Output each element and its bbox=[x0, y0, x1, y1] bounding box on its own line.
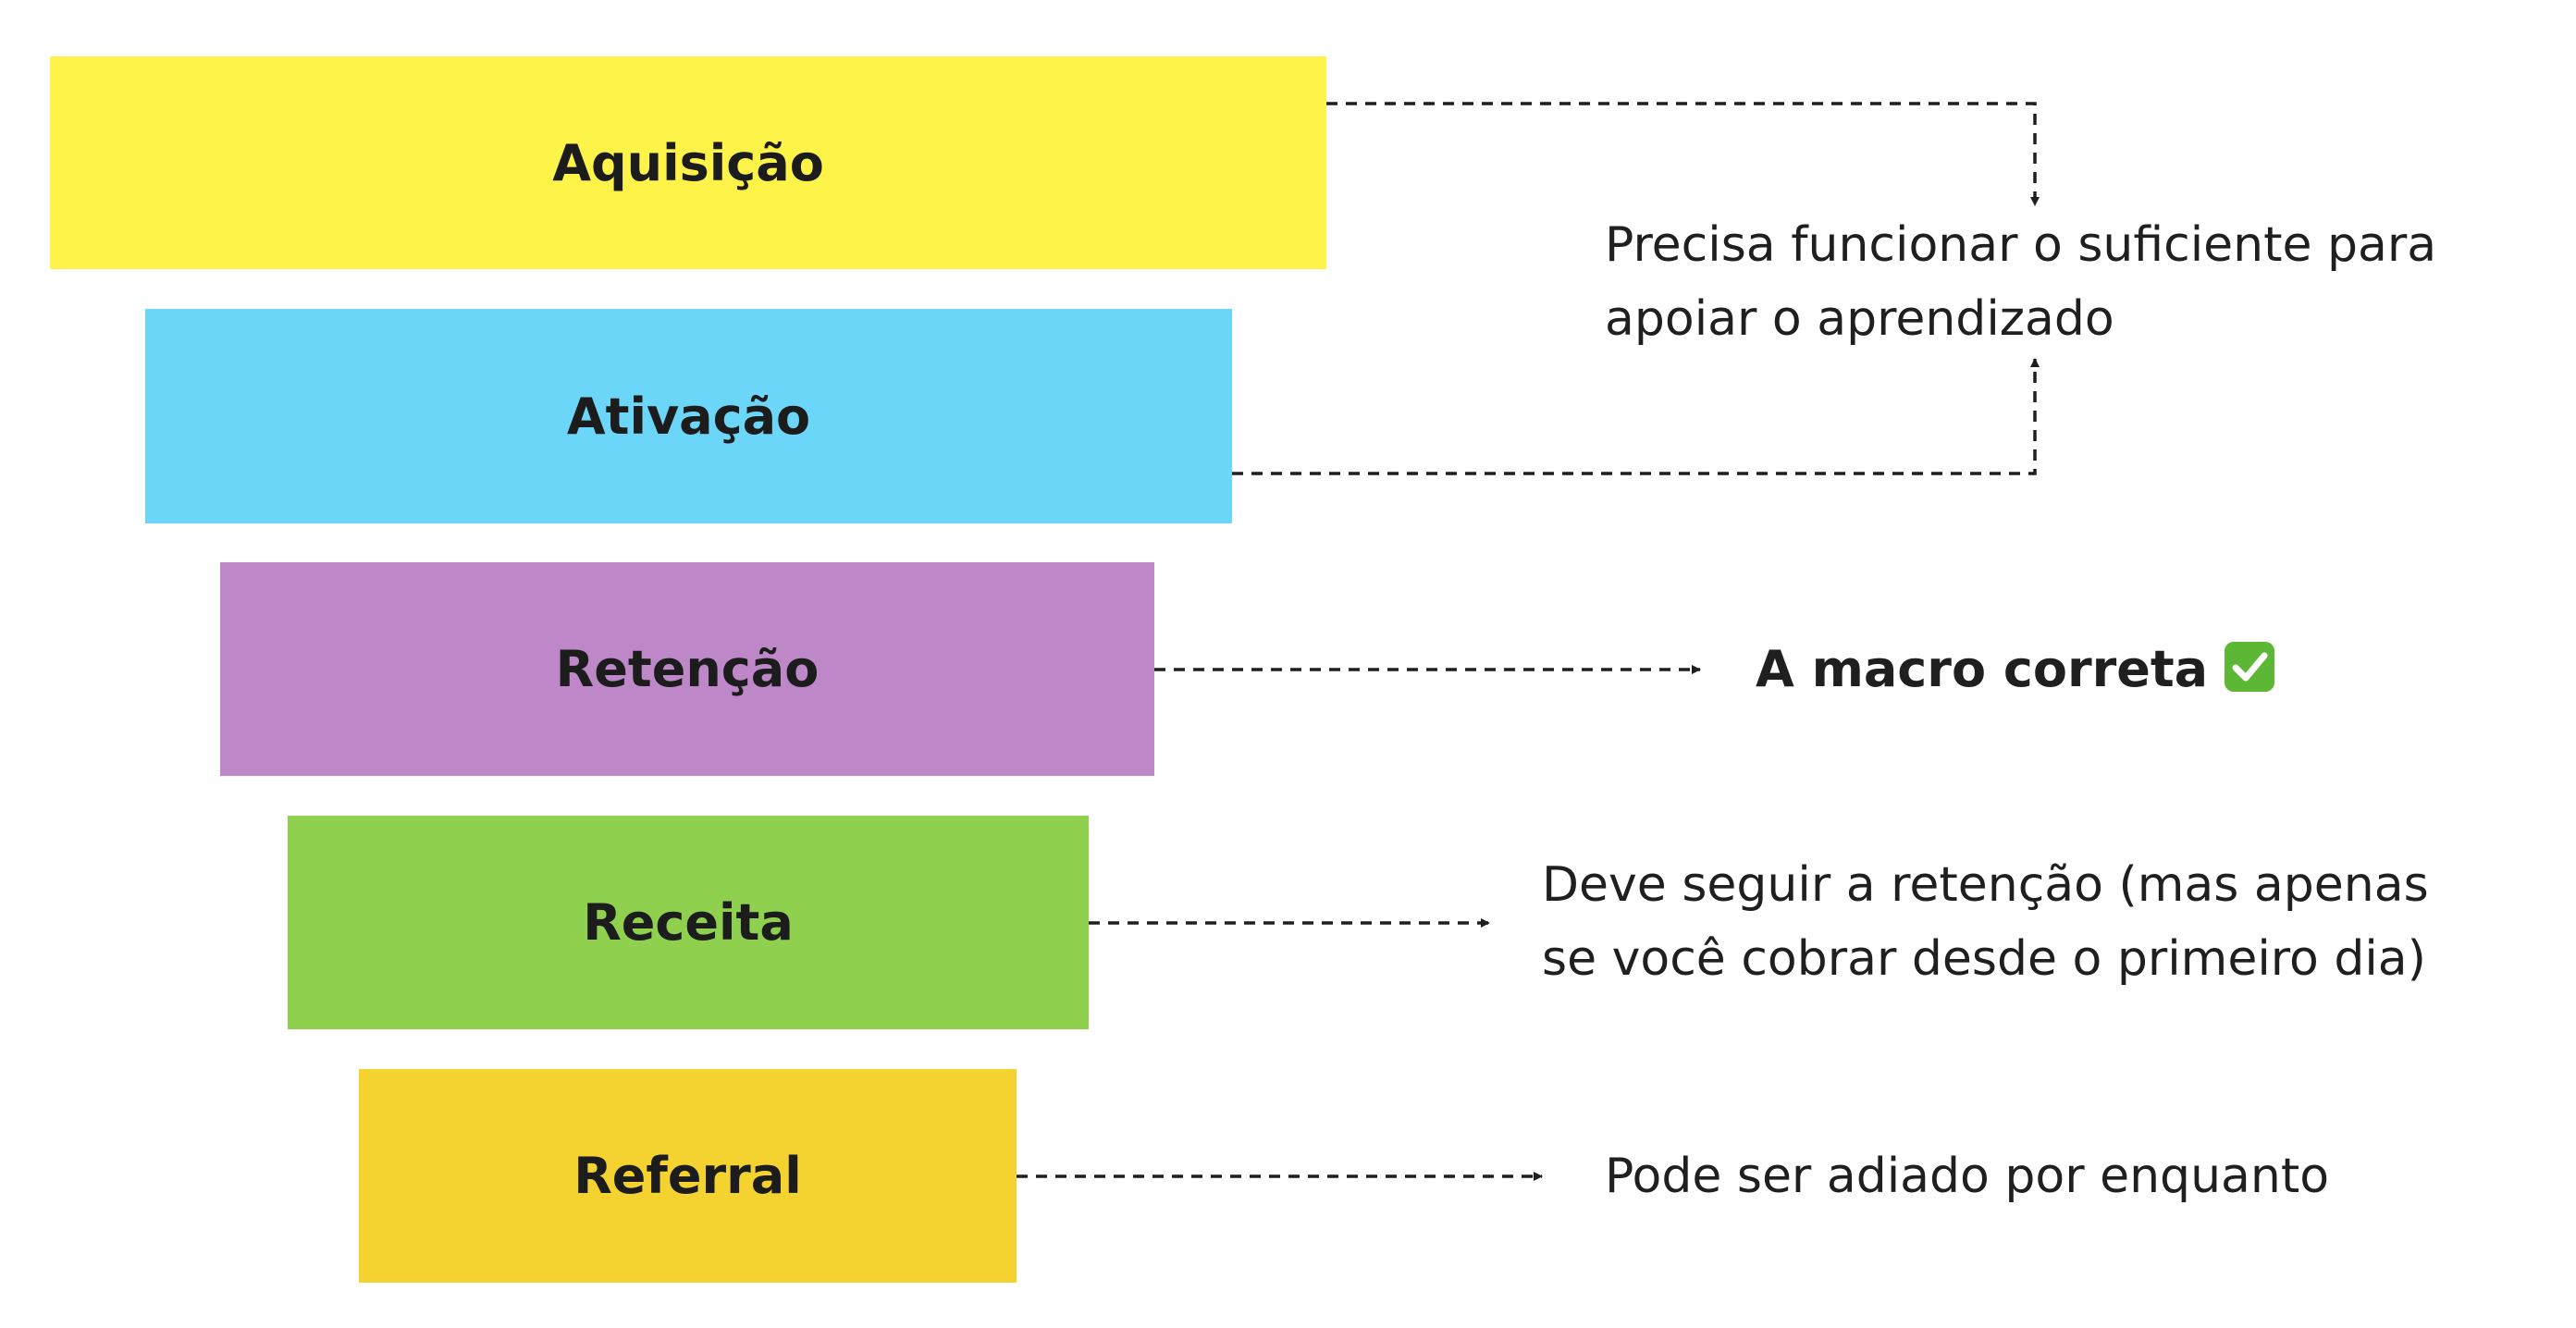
note-aquisicao-ativacao: Precisa funcionar o suficiente para apoi… bbox=[1605, 208, 2436, 356]
note-referral-text: Pode ser adiado por enquanto bbox=[1605, 1149, 2330, 1204]
stage-retencao: Retenção bbox=[220, 562, 1154, 776]
stage-label-receita: Receita bbox=[583, 893, 794, 952]
note-referral: Pode ser adiado por enquanto bbox=[1605, 1139, 2329, 1213]
note-receita-line1: Deve seguir a retenção (mas apenas bbox=[1542, 857, 2429, 913]
stage-label-referral: Referral bbox=[573, 1147, 802, 1205]
note-retencao-text: A macro correta bbox=[1756, 640, 2209, 698]
stage-receita: Receita bbox=[288, 816, 1089, 1029]
note-receita: Deve seguir a retenção (mas apenas se vo… bbox=[1542, 848, 2429, 996]
note-aquisicao-ativacao-line1: Precisa funcionar o suficiente para bbox=[1605, 217, 2437, 273]
note-retencao: A macro correta bbox=[1756, 633, 2276, 707]
stage-aquisicao: Aquisição bbox=[50, 56, 1326, 269]
stage-ativacao: Ativação bbox=[145, 309, 1232, 523]
stage-label-retencao: Retenção bbox=[555, 640, 820, 698]
connector-ativacao bbox=[1232, 358, 2040, 475]
note-aquisicao-ativacao-line2: apoiar o aprendizado bbox=[1605, 291, 2114, 347]
stage-label-aquisicao: Aquisição bbox=[552, 133, 824, 192]
note-receita-line2: se você cobrar desde o primeiro dia) bbox=[1542, 931, 2426, 987]
connector-aquisicao bbox=[1326, 102, 2040, 206]
check-mark-icon bbox=[2223, 640, 2276, 694]
stage-referral: Referral bbox=[359, 1069, 1017, 1283]
stage-label-ativacao: Ativação bbox=[566, 387, 811, 446]
